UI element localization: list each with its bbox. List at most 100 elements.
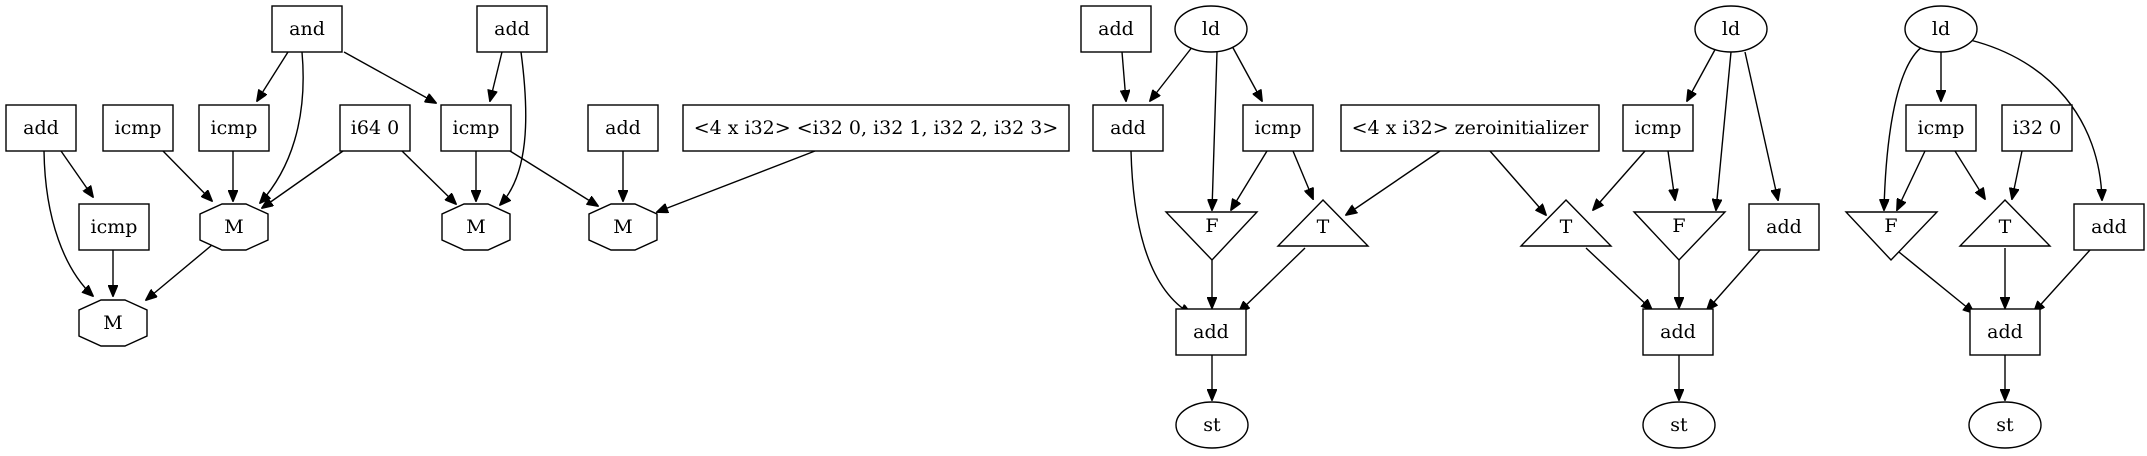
- node-label: ld: [1932, 18, 1950, 40]
- graph-node-add: add: [587, 104, 659, 152]
- edge-k-icmp-f: [1897, 150, 1926, 210]
- edge-h-icmp-t: [1593, 150, 1646, 210]
- node-label: icmp: [1918, 117, 1965, 139]
- graph-node-true: T: [1958, 198, 2052, 247]
- graph-node-merge: M: [588, 203, 658, 251]
- edge-g-add-addsum: [1130, 150, 1191, 314]
- node-label: T: [1999, 216, 2012, 238]
- node-label: add: [605, 117, 641, 139]
- node-label: add: [1660, 321, 1696, 343]
- edge-g-ld-add: [1150, 45, 1194, 101]
- graph-node-const: i64 0: [339, 104, 411, 152]
- edge-h-ld-f: [1716, 51, 1732, 210]
- edge-k-ld-add: [1969, 39, 2102, 200]
- node-label: <4 x i32> <i32 0, i32 1, i32 2, i32 3>: [694, 117, 1059, 139]
- graph-node-icmp: icmp: [102, 104, 174, 152]
- edge-add1-icmp4: [60, 150, 93, 197]
- graph-node-icmp: icmp: [78, 203, 150, 251]
- edge-vec-m3: [657, 150, 816, 212]
- edge-k-add-addsum: [2034, 249, 2091, 312]
- edge-h-ld-icmp: [1687, 45, 1718, 101]
- graph-node-true: T: [1519, 198, 1613, 247]
- edge-g-icmp-f: [1231, 150, 1268, 210]
- node-label: M: [224, 216, 243, 238]
- node-label: i32 0: [2013, 117, 2061, 139]
- node-label: F: [1205, 215, 1218, 237]
- edge-k-i32-t: [2012, 150, 2023, 199]
- graph-node-icmp: icmp: [1242, 104, 1314, 152]
- node-label: st: [1203, 414, 1221, 436]
- edge-k-icmp-t: [1954, 150, 1985, 199]
- graph-node-vector-const: <4 x i32> <i32 0, i32 1, i32 2, i32 3>: [682, 104, 1070, 152]
- edge-h-t-addsum: [1585, 247, 1652, 310]
- nodes: and add add icmp icmp i64 0 icmp add: [5, 5, 2145, 449]
- node-label: and: [289, 18, 325, 40]
- node-label: icmp: [1635, 117, 1682, 139]
- node-label: i64 0: [351, 117, 399, 139]
- graph-node-icmp: icmp: [440, 104, 512, 152]
- graph-node-icmp: icmp: [1905, 104, 1977, 152]
- node-label: icmp: [211, 117, 258, 139]
- graph-node-add: add: [2073, 203, 2145, 251]
- graph-node-true: T: [1276, 198, 1370, 247]
- node-label: add: [1766, 216, 1802, 238]
- edge-add2-icmp3: [490, 51, 503, 101]
- edge-k-ld-f: [1884, 45, 1924, 210]
- graph-node-load: ld: [1174, 5, 1248, 53]
- edge-k-f-addsum: [1893, 247, 1974, 313]
- node-label: add: [2091, 216, 2127, 238]
- edge-zero-g-t: [1346, 150, 1441, 215]
- edge-h-ld-add: [1744, 51, 1778, 200]
- edge-i64-m1: [262, 150, 344, 208]
- graph-node-add: add: [1175, 308, 1247, 356]
- graph-node-add: add: [1969, 308, 2041, 356]
- graph-node-const: i32 0: [2001, 104, 2073, 152]
- edge-add1-m4: [43, 150, 93, 296]
- graph-node-store: st: [1642, 401, 1716, 449]
- node-label: M: [613, 216, 632, 238]
- graph-node-store: st: [1968, 401, 2042, 449]
- graph-node-false: F: [1632, 211, 1727, 262]
- node-label: add: [1987, 321, 2023, 343]
- node-label: F: [1672, 215, 1685, 237]
- graph-node-add: add: [1642, 308, 1714, 356]
- edge-and-icmp3: [343, 51, 436, 103]
- node-label: icmp: [115, 117, 162, 139]
- graph-node-add: add: [1092, 104, 1164, 152]
- node-label: add: [23, 117, 59, 139]
- graph-node-load: ld: [1694, 5, 1768, 53]
- node-label: add: [1110, 117, 1146, 139]
- edge-h-add-addsum: [1707, 249, 1761, 310]
- graph-node-icmp: icmp: [1622, 104, 1694, 152]
- edge-zero-h-t: [1489, 150, 1546, 215]
- edge-add2-m3: [500, 51, 527, 205]
- graph-node-load: ld: [1904, 5, 1978, 53]
- graph-node-icmp: icmp: [198, 104, 270, 152]
- node-label: ld: [1722, 18, 1740, 40]
- graph-node-false: F: [1844, 211, 1939, 262]
- node-label: add: [1193, 321, 1229, 343]
- edge-g-icmp-t: [1292, 150, 1313, 199]
- graph-node-merge: M: [199, 203, 269, 251]
- edge-icmp1-m1: [162, 150, 212, 201]
- node-label: add: [1098, 18, 1134, 40]
- graph-node-and: and: [271, 5, 343, 53]
- node-label: M: [466, 216, 485, 238]
- node-label: T: [1560, 216, 1573, 238]
- edge-g-ld-icmp: [1231, 45, 1262, 101]
- edge-icmp3-m3: [509, 150, 598, 206]
- node-label: <4 x i32> zeroinitializer: [1352, 117, 1590, 139]
- edge-g-t-addsum: [1239, 247, 1306, 312]
- node-label: add: [494, 18, 530, 40]
- node-label: icmp: [453, 117, 500, 139]
- edges: [43, 39, 2102, 400]
- node-label: F: [1884, 215, 1897, 237]
- graph-node-merge: M: [441, 203, 511, 251]
- node-label: M: [103, 312, 122, 334]
- graph-node-add: add: [476, 5, 548, 53]
- edge-g-add-add: [1122, 51, 1126, 101]
- edge-i64-m2: [401, 150, 456, 204]
- node-label: icmp: [1255, 117, 1302, 139]
- node-label: icmp: [91, 216, 138, 238]
